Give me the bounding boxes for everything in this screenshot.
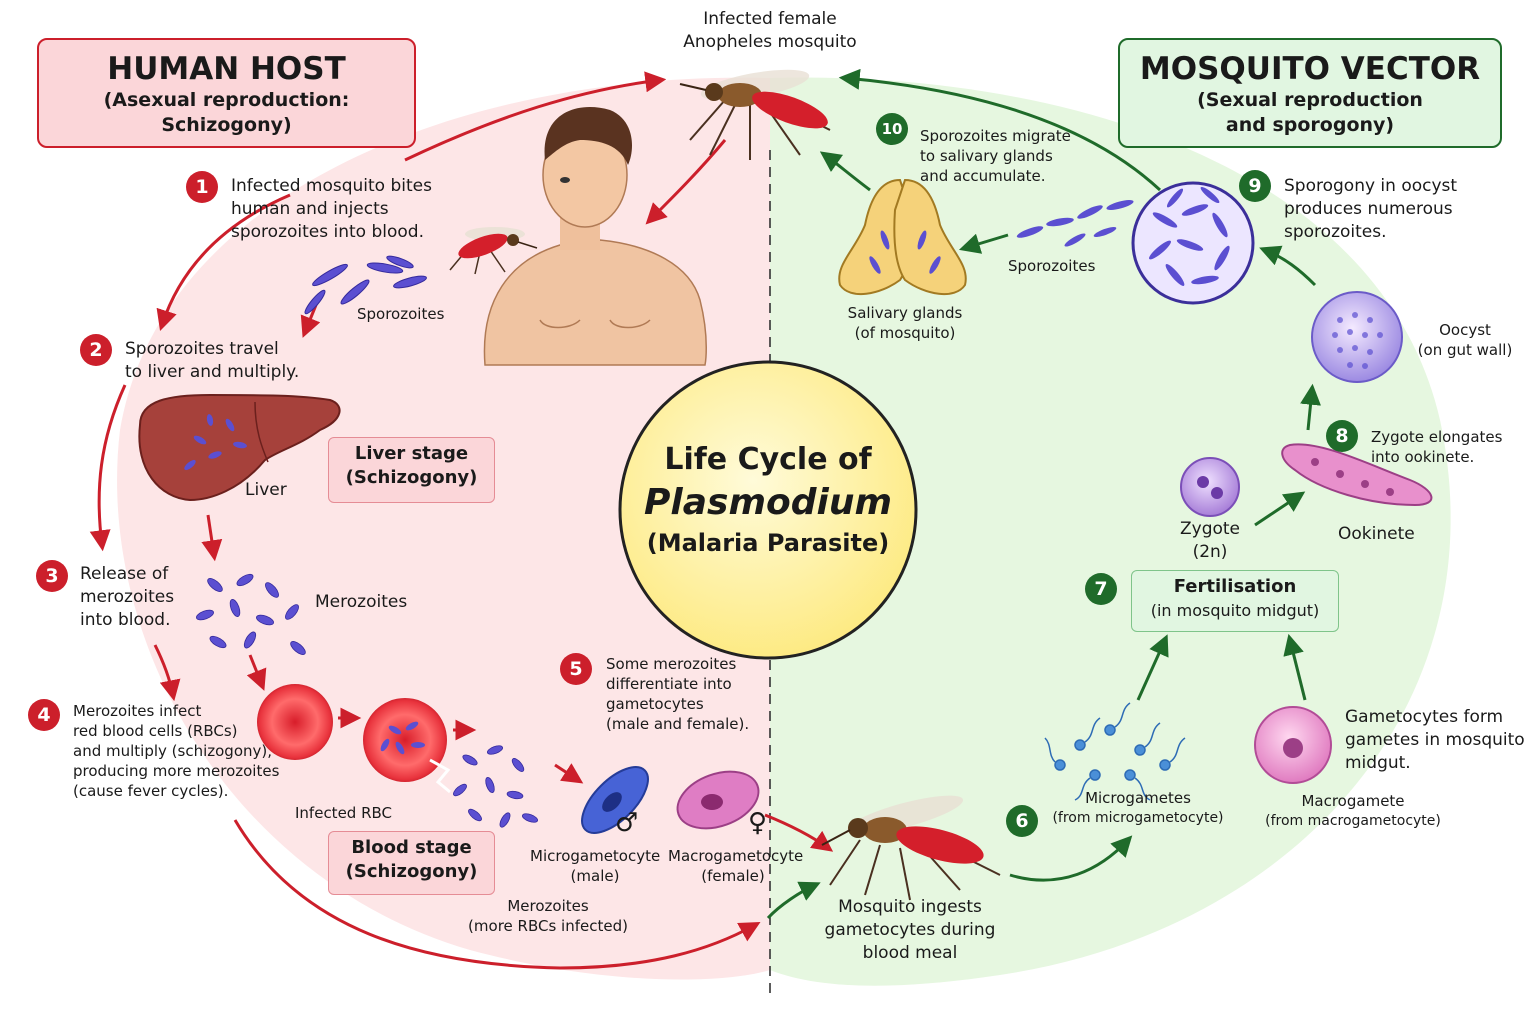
step-10-text: Sporozoites migrate to salivary glands a… [920, 127, 1071, 185]
sporozoites-label-left: Sporozoites [357, 305, 445, 323]
biting-mosquito-icon [449, 227, 538, 275]
infected-rbc-label: Infected RBC [295, 804, 393, 822]
step-4-text: Merozoites infect red blood cells (RBCs)… [73, 702, 280, 800]
step-6-badge: 6 [1006, 805, 1038, 837]
salivary-glands-icon [838, 178, 967, 296]
step-2-text: Sporozoites travel to liver and multiply… [125, 339, 300, 382]
infected-rbc-icon [363, 698, 451, 794]
macrogametocyte-icon [676, 770, 760, 830]
step-5-text: Some merozoites differentiate into gamet… [606, 655, 750, 733]
salivary-glands-label: Salivary glands (of mosquito) [847, 304, 963, 342]
liver-icon [138, 393, 341, 502]
step-10-badge: 10 [876, 113, 908, 145]
step-9-text: Sporogony in oocyst produces numerous sp… [1284, 176, 1458, 242]
step-2-badge: 2 [80, 334, 112, 366]
macrogametocyte-label: Macrogametocyte (female) [668, 847, 804, 885]
mature-oocyst-icon [1131, 181, 1255, 305]
fertilisation-box: Fertilisation (in mosquito midgut) [1131, 570, 1339, 632]
zygote-label: Zygote (2n) [1179, 519, 1241, 562]
sporozoites-left-icon [304, 255, 427, 315]
blood-stage-box: Blood stage (Schizogony) [328, 831, 495, 895]
oocyst-label: Oocyst (on gut wall) [1417, 321, 1513, 359]
ookinete-icon [1281, 443, 1433, 507]
mosquito-vector-title: MOSQUITO VECTOR [1139, 51, 1481, 87]
step-1-badge: 1 [186, 171, 218, 203]
microgametocyte-label: Microgametocyte (male) [530, 847, 661, 885]
mosquito-ingests-label: Mosquito ingests gametocytes during bloo… [824, 897, 996, 963]
infected-mosquito-icon [679, 69, 831, 160]
step-3-text: Release of merozoites into blood. [80, 564, 175, 630]
human-host-header: HUMAN HOST (Asexual reproduction: Schizo… [37, 38, 416, 148]
gametes-form-text: Gametocytes form gametes in mosquito mid… [1345, 707, 1525, 773]
oocyst-icon [1311, 291, 1403, 383]
microgametes-label: Microgametes (from microgametocyte) [1052, 789, 1224, 826]
mosquito-vector-subtitle-1: (Sexual reproduction [1197, 89, 1423, 111]
female-symbol: ♀ [748, 808, 768, 838]
mosquito-vector-header: MOSQUITO VECTOR (Sexual reproduction and… [1118, 38, 1502, 148]
step-8-text: Zygote elongates into ookinete. [1371, 428, 1503, 466]
step-5-badge: 5 [560, 653, 592, 685]
sporozoites-label-right: Sporozoites [1008, 257, 1096, 275]
sporozoites-right-icon [1016, 200, 1134, 247]
microgametes-icon [1044, 702, 1186, 801]
step-4-badge: 4 [28, 699, 60, 731]
merozoites-label: Merozoites [315, 592, 408, 612]
red-blood-cell-icon [257, 684, 333, 760]
zygote-icon [1180, 457, 1240, 517]
step-3-badge: 3 [36, 560, 68, 592]
ookinete-label: Ookinete [1338, 524, 1415, 544]
diagram-title: Life Cycle of Plasmodium (Malaria Parasi… [644, 442, 892, 557]
human-figure-icon [483, 107, 707, 366]
released-merozoites-icon [453, 745, 539, 828]
macrogamete-label: Macrogamete (from macrogametocyte) [1265, 792, 1441, 829]
macrogamete-icon [1254, 706, 1332, 784]
merozoites-bottom-label: Merozoites (more RBCs infected) [468, 897, 628, 935]
male-symbol: ♂ [615, 808, 639, 838]
center-circle [618, 360, 918, 660]
step-9-badge: 9 [1239, 170, 1271, 202]
human-host-subtitle-1: (Asexual reproduction: [103, 89, 350, 111]
infected-mosquito-label: Infected female Anopheles mosquito [683, 9, 857, 52]
microgametocyte-icon [581, 766, 649, 834]
step-1-text: Infected mosquito bites human and inject… [231, 176, 432, 242]
merozoites-icon [196, 573, 306, 655]
human-host-subtitle-2: Schizogony) [161, 114, 292, 136]
human-host-title: HUMAN HOST [107, 51, 346, 87]
step-8-badge: 8 [1326, 420, 1358, 452]
liver-label: Liver [245, 480, 287, 500]
step-7-badge: 7 [1085, 573, 1117, 605]
liver-stage-box: Liver stage (Schizogony) [328, 437, 495, 503]
mosquito-vector-subtitle-2: and sporogony) [1225, 114, 1395, 136]
feeding-mosquito-icon [821, 795, 1001, 901]
